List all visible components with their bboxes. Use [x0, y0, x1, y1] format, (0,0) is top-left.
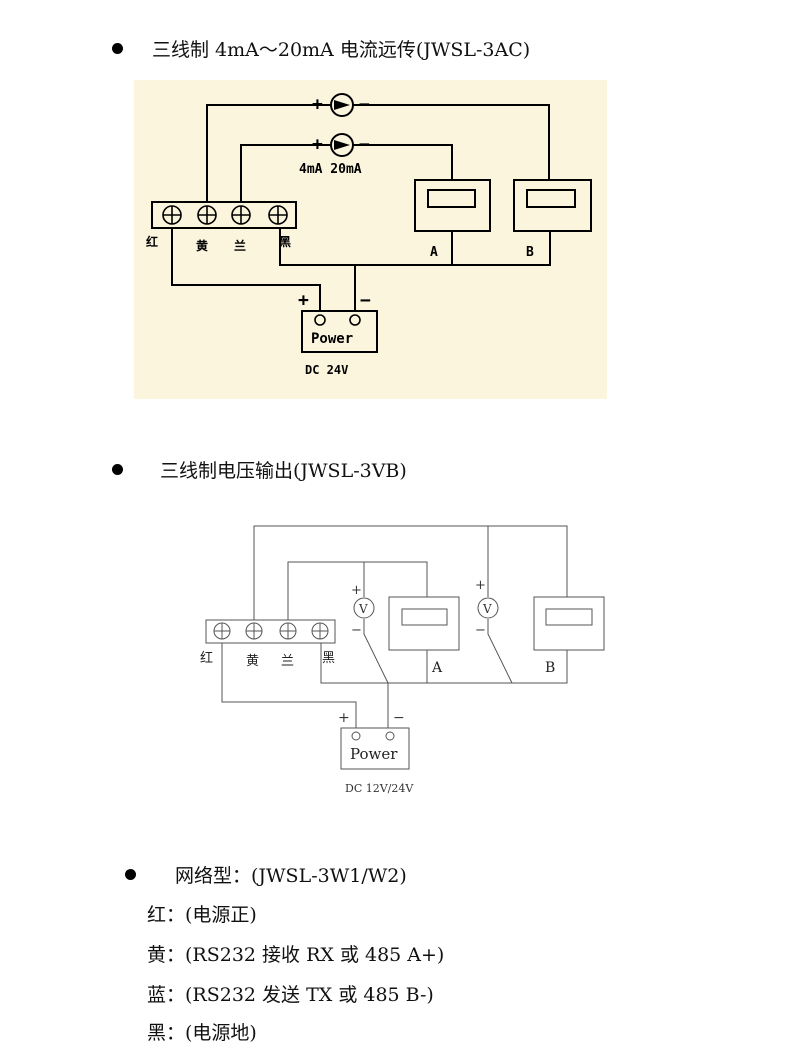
device-b-label: B — [545, 660, 555, 676]
terminal-red-label: 红 — [146, 234, 158, 249]
section3-title: 网络型：(JWSL-3W1/W2) — [175, 865, 407, 887]
wire-color-yellow-desc: 黄：(RS232 接收 RX 或 485 A+) — [147, 944, 445, 966]
section2-title: 三线制电压输出(JWSL-3VB) — [160, 460, 407, 482]
power-minus: − — [393, 710, 405, 726]
terminal-blue-label: 兰 — [234, 238, 246, 253]
device-a: A — [388, 596, 460, 676]
supply-voltage-label: DC 24V — [305, 363, 348, 377]
bullet-icon — [112, 464, 123, 475]
power-label: Power — [350, 745, 398, 763]
voltmeter-2: V + − — [475, 578, 499, 638]
voltmeter2-plus: + — [475, 578, 486, 593]
wire-vmeter-2-down — [487, 619, 513, 684]
meter1-plus: + — [312, 94, 323, 115]
power-plus: + — [298, 290, 309, 311]
wire-red-to-power — [221, 643, 357, 733]
power-supply: + − Power DC 24V — [298, 290, 378, 377]
voltmeter1-minus: − — [351, 623, 362, 638]
supply-voltage-label: DC 12V/24V — [345, 782, 414, 795]
ammeter-1: + − — [312, 93, 370, 117]
signal-range-label: 4mA 20mA — [299, 162, 362, 177]
power-label: Power — [311, 331, 353, 347]
wire-yellow-to-b — [206, 104, 550, 205]
voltmeter1-plus: + — [351, 583, 362, 598]
wire-yellow-to-b — [253, 525, 568, 620]
bullet-icon — [125, 869, 136, 880]
device-a: A — [414, 179, 491, 260]
device-a-label: A — [431, 660, 443, 676]
terminal-yellow-label: 黄 — [196, 238, 208, 253]
meter2-plus: + — [312, 134, 323, 155]
device-a-label: A — [430, 245, 438, 260]
voltmeter2-symbol: V — [482, 602, 492, 616]
power-supply: + − Power DC 12V/24V — [338, 710, 414, 795]
terminal-block: 红 黄 兰 黑 — [146, 201, 297, 253]
voltage-output-wiring-diagram: V + − V + − A B 红 黄 兰 黑 + − — [200, 525, 605, 795]
power-minus: − — [360, 290, 371, 311]
power-plus: + — [338, 710, 350, 726]
wire-blue-to-a — [287, 561, 428, 620]
device-b-label: B — [526, 245, 534, 260]
voltmeter2-minus: − — [475, 623, 486, 638]
device-b: B — [513, 179, 592, 260]
terminal-blue-label: 兰 — [281, 654, 294, 669]
wire-color-black-desc: 黑：(电源地) — [147, 1022, 257, 1044]
terminal-red-label: 红 — [200, 650, 213, 666]
terminal-yellow-label: 黄 — [246, 654, 259, 669]
wire-color-blue-desc: 蓝：(RS232 发送 TX 或 485 B-) — [147, 984, 434, 1006]
voltmeter1-symbol: V — [358, 602, 368, 616]
device-b: B — [533, 596, 605, 676]
wire-black-common — [320, 643, 568, 684]
meter2-minus: − — [359, 134, 370, 155]
terminal-block: 红 黄 兰 黑 — [200, 619, 336, 669]
wire-red-to-power — [171, 228, 321, 311]
meter1-minus: − — [359, 94, 370, 115]
wire-black-common — [279, 228, 551, 266]
wire-vmeter-1-down — [363, 619, 389, 684]
bullet-icon — [112, 43, 123, 54]
terminal-black-label: 黑 — [322, 651, 335, 666]
section1-title: 三线制 4mA～20mA 电流远传(JWSL-3AC) — [152, 39, 531, 61]
ammeter-2: + − — [312, 133, 370, 157]
terminal-black-label: 黑 — [279, 235, 291, 249]
voltmeter-1: V + − — [351, 583, 375, 638]
current-output-wiring-diagram: + − + − 4mA 20mA 红 黄 兰 黑 A B + − — [134, 80, 607, 399]
wire-color-red-desc: 红：(电源正) — [147, 904, 257, 926]
